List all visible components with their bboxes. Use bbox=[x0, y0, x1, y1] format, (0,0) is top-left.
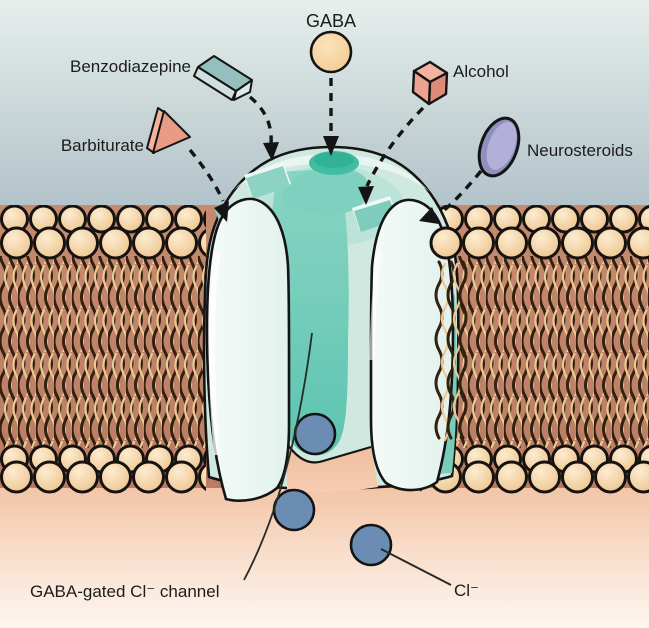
neurosteroids-ligand bbox=[477, 116, 521, 178]
benzodiazepine-arrow bbox=[248, 95, 273, 145]
pore-exit-edge bbox=[285, 441, 372, 464]
channel-subunit-right bbox=[369, 198, 455, 492]
neurosteroids-arrow bbox=[440, 169, 483, 214]
lipid-heads-bottom-front bbox=[0, 460, 206, 494]
chloride-ion bbox=[293, 412, 337, 456]
channel-subunit-left bbox=[205, 197, 291, 502]
subunit-right-highlight bbox=[369, 249, 382, 361]
barbiturate-label: Barbiturate bbox=[61, 136, 144, 155]
lipid-heads-top-front bbox=[0, 226, 206, 260]
chloride-leader-line bbox=[380, 548, 452, 586]
chloride-ion bbox=[272, 488, 316, 532]
gaba-ligand bbox=[309, 30, 353, 74]
intracellular-space bbox=[0, 488, 649, 628]
arrowheads bbox=[214, 136, 439, 224]
alcohol-ligand bbox=[411, 60, 449, 106]
channel-label: GABA-gated Cl⁻ channel bbox=[30, 582, 219, 601]
pore-opening-inner bbox=[314, 152, 354, 168]
benzodiazepine-ligand bbox=[193, 55, 253, 101]
overlap-lipid-tails bbox=[434, 260, 468, 442]
alcohol-label: Alcohol bbox=[453, 62, 509, 81]
barbiturate-arrow bbox=[188, 148, 225, 202]
benzodiazepine-label: Benzodiazepine bbox=[70, 57, 191, 76]
gaba-label: GABA bbox=[306, 11, 356, 31]
chloride-ion bbox=[349, 523, 393, 567]
pore-exit-gap bbox=[286, 442, 378, 492]
barbiturate-ligand bbox=[146, 107, 191, 154]
channel-protein bbox=[202, 145, 460, 502]
lipid-bilayer bbox=[0, 205, 649, 494]
pore-mouth bbox=[282, 167, 370, 215]
neurosteroids-label: Neurosteroids bbox=[527, 141, 633, 160]
lipid-heads-top-front-right bbox=[429, 226, 649, 260]
binding-arrows bbox=[188, 78, 483, 214]
chloride-label: Cl⁻ bbox=[454, 581, 479, 600]
overlap-lipid-head bbox=[429, 226, 463, 260]
channel-leader-line bbox=[243, 332, 313, 581]
subunit-left-highlight bbox=[208, 251, 221, 456]
alcohol-arrow bbox=[365, 106, 425, 187]
lipid-heads-bottom-front-right bbox=[420, 460, 649, 494]
